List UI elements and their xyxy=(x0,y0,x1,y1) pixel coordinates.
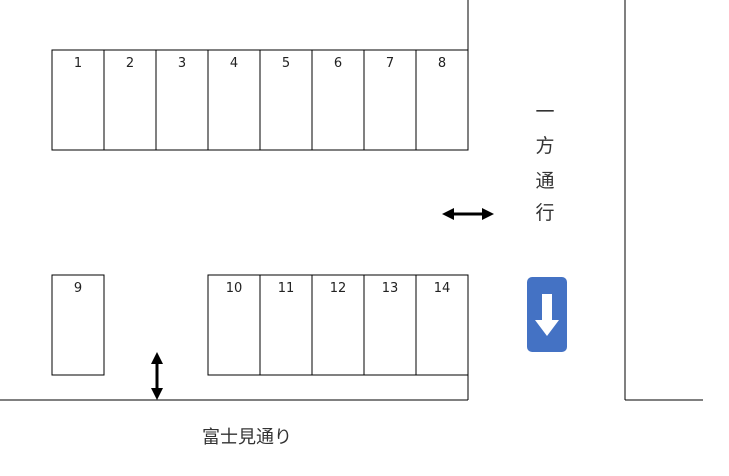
space-number: 2 xyxy=(126,56,134,71)
space-number: 5 xyxy=(282,56,290,71)
one-way-char: 一 xyxy=(535,101,554,123)
space-number: 1 xyxy=(74,56,82,71)
parking-space: 12 xyxy=(311,274,365,376)
space-number: 14 xyxy=(434,281,451,296)
space-number: 10 xyxy=(226,281,243,296)
parking-space: 5 xyxy=(259,49,313,151)
space-number: 6 xyxy=(334,56,342,71)
space-number: 4 xyxy=(230,56,238,71)
bottom-right-spaces: 10 11 12 13 14 xyxy=(207,274,469,376)
bottom-left-spaces: 9 xyxy=(51,274,105,376)
parking-space: 4 xyxy=(207,49,261,151)
space-number: 7 xyxy=(386,56,394,71)
parking-space: 1 xyxy=(51,49,105,151)
one-way-char: 通 xyxy=(535,170,554,192)
parking-space: 14 xyxy=(415,274,469,376)
parking-space: 8 xyxy=(415,49,469,151)
one-way-char: 行 xyxy=(535,202,554,224)
parking-space: 2 xyxy=(103,49,157,151)
parking-space: 6 xyxy=(311,49,365,151)
top-row-spaces: 1 2 3 4 5 6 7 8 xyxy=(51,49,469,151)
one-way-char: 方 xyxy=(535,135,554,157)
parking-space: 11 xyxy=(259,274,313,376)
parking-space: 7 xyxy=(363,49,417,151)
space-number: 11 xyxy=(278,281,295,296)
parking-space: 9 xyxy=(51,274,105,376)
space-number: 13 xyxy=(382,281,399,296)
street-name: 富士見通り xyxy=(202,427,292,448)
space-number: 3 xyxy=(178,56,186,71)
double-arrow-horizontal-icon xyxy=(442,208,494,220)
space-number: 8 xyxy=(438,56,446,71)
one-way-label: 一 方 通 行 xyxy=(535,101,554,224)
space-number: 9 xyxy=(74,281,82,296)
parking-space: 3 xyxy=(155,49,209,151)
one-way-down-arrow-icon xyxy=(527,277,567,352)
parking-space: 10 xyxy=(207,274,261,376)
space-number: 12 xyxy=(330,281,347,296)
parking-space: 13 xyxy=(363,274,417,376)
double-arrow-vertical-icon xyxy=(151,352,163,400)
